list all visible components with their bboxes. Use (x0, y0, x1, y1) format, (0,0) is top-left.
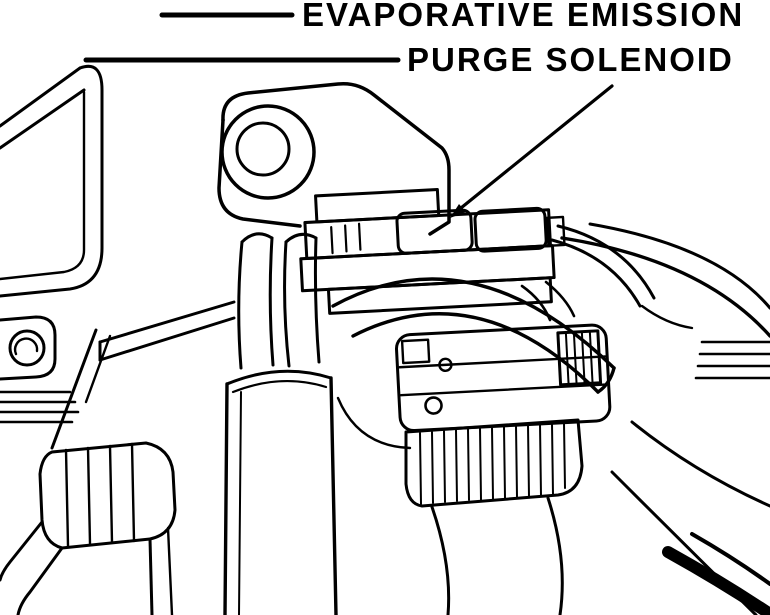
engine-compartment-line-art (0, 64, 770, 615)
solenoid-hoses (237, 232, 321, 370)
purge-solenoid-part (299, 188, 566, 315)
ribbed-cap (0, 441, 177, 615)
connector-hose (520, 280, 576, 322)
curved-hose (331, 277, 616, 394)
right-fender (560, 222, 770, 615)
mounting-bracket (217, 81, 451, 236)
left-panel (0, 64, 104, 298)
vacuum-line (336, 396, 412, 450)
corrugated-duct (404, 418, 584, 615)
main-hose-cylinder (223, 369, 338, 615)
callout-leader-lines (83, 12, 614, 218)
callout-label-line1: EVAPORATIVE EMISSION (302, 0, 745, 33)
right-hose (550, 224, 694, 330)
left-bolt-boss (0, 315, 57, 381)
leader-arrowhead-icon (450, 204, 466, 218)
leader-diagonal (454, 84, 614, 214)
canister-body (394, 323, 612, 433)
callout-label-line2: PURGE SOLENOID (407, 41, 734, 78)
engine-block-edges (50, 300, 236, 450)
